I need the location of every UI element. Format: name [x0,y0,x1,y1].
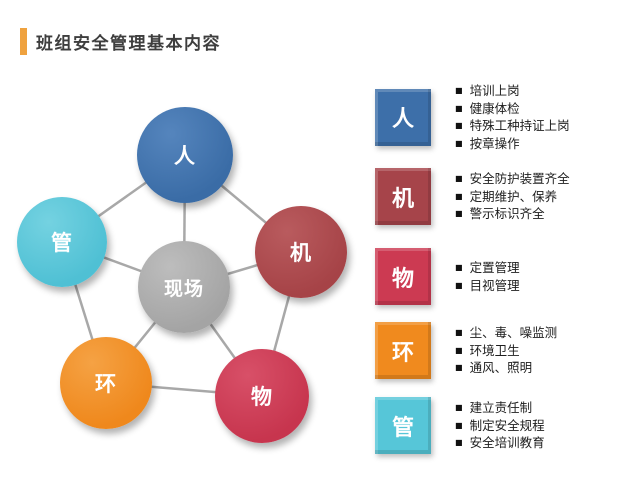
legend-items-person: ■ 培训上岗 ■ 健康体检 ■ 特殊工种持证上岗 ■ 按章操作 [431,82,570,152]
legend-item-text: 定期维护、保养 [469,188,558,204]
legend-item-text: 通风、照明 [469,360,533,376]
bullet-square-icon: ■ [455,438,463,448]
legend-items-material: ■ 定置管理 ■ 目视管理 [431,259,520,294]
node-material: 物 [215,349,309,443]
legend-item: ■ 培训上岗 [455,82,570,100]
legend-items-environment: ■ 尘、毒、噪监测 ■ 环境卫生 ■ 通风、照明 [431,324,557,377]
node-management: 管 [17,197,107,287]
legend-item-text: 安全培训教育 [469,435,545,451]
legend-item: ■ 定期维护、保养 [455,188,570,206]
legend-chip-management: 管 [375,397,431,454]
bullet-square-icon: ■ [455,174,463,184]
legend-chip-material: 物 [375,248,431,305]
legend-item-text: 建立责任制 [469,400,533,416]
legend-item: ■ 健康体检 [455,100,570,118]
legend-item-text: 安全防护装置齐全 [469,171,570,187]
node-environment: 环 [60,337,152,429]
legend-chip-person: 人 [375,88,431,146]
node-site-label: 现场 [163,277,204,300]
legend-chip-person-label: 人 [391,107,414,132]
legend-chip-machine-label: 机 [391,186,414,212]
legend-items-management: ■ 建立责任制 ■ 制定安全规程 ■ 安全培训教育 [431,399,545,452]
node-machine-label: 机 [290,241,312,265]
legend-item: ■ 按章操作 [455,135,570,153]
bullet-square-icon: ■ [455,328,463,338]
page-title: 班组安全管理基本内容 [36,34,221,54]
legend-row-material: 物 ■ 定置管理 ■ 目视管理 [375,248,520,305]
legend-item-text: 警示标识齐全 [469,206,545,222]
legend-item-text: 健康体检 [469,100,520,116]
bullet-square-icon: ■ [455,263,463,272]
node-management-label: 管 [51,231,73,255]
node-machine: 机 [255,206,347,298]
bullet-square-icon: ■ [455,121,463,130]
bullet-square-icon: ■ [455,280,463,290]
legend-item: ■ 定置管理 [455,259,520,277]
legend-item: ■ 通风、照明 [455,359,557,377]
legend-row-person: 人 ■ 培训上岗 ■ 健康体检 ■ 特殊工种持证上岗 ■ 按章操作 [375,82,570,152]
bullet-square-icon: ■ [455,191,463,201]
legend-item-text: 特殊工种持证上岗 [469,118,570,133]
legend-item: ■ 环境卫生 [455,342,557,360]
legend-item-text: 培训上岗 [469,83,520,98]
bullet-square-icon: ■ [455,86,463,95]
legend-chip-machine: 机 [375,168,431,225]
legend-row-environment: 环 ■ 尘、毒、噪监测 ■ 环境卫生 ■ 通风、照明 [375,322,557,379]
bullet-square-icon: ■ [455,209,463,219]
title-accent-bar [20,28,27,55]
legend-chip-material-label: 物 [391,266,414,292]
bullet-square-icon: ■ [455,103,463,113]
node-material-label: 物 [251,385,273,409]
legend-item: ■ 目视管理 [455,277,520,295]
legend-item: ■ 制定安全规程 [455,417,545,435]
legend-item: ■ 警示标识齐全 [455,205,570,223]
legend-item: ■ 安全防护装置齐全 [455,170,570,188]
bullet-square-icon: ■ [455,420,463,430]
legend-chip-management-label: 管 [391,415,414,441]
legend-item: ■ 尘、毒、噪监测 [455,324,557,342]
bullet-square-icon: ■ [455,363,463,373]
legend-item-text: 目视管理 [469,277,520,293]
node-person-label: 人 [174,144,196,168]
legend-row-machine: 机 ■ 安全防护装置齐全 ■ 定期维护、保养 ■ 警示标识齐全 [375,168,570,225]
legend-item: ■ 特殊工种持证上岗 [455,117,570,135]
bullet-square-icon: ■ [455,138,463,148]
node-environment-label: 环 [95,372,117,396]
legend-item: ■ 建立责任制 [455,399,545,417]
node-person: 人 [137,107,233,203]
safety-diagram: 人 管 机 现场 环 物 [17,107,347,443]
legend-items-machine: ■ 安全防护装置齐全 ■ 定期维护、保养 ■ 警示标识齐全 [431,170,570,223]
legend-item-text: 环境卫生 [469,342,520,358]
node-site-center: 现场 [138,241,230,333]
legend-chip-environment: 环 [375,322,431,379]
legend-panel: 人 ■ 培训上岗 ■ 健康体检 ■ 特殊工种持证上岗 ■ 按章操作 机 ■ 安全防护装置齐… [375,0,637,480]
bullet-square-icon: ■ [455,403,463,413]
legend-chip-environment-label: 环 [391,340,414,366]
legend-item-text: 制定安全规程 [469,417,545,433]
legend-item-text: 尘、毒、噪监测 [469,325,558,341]
slide-header: 班组安全管理基本内容 [20,28,221,55]
legend-item-text: 按章操作 [469,135,520,151]
legend-row-management: 管 ■ 建立责任制 ■ 制定安全规程 ■ 安全培训教育 [375,397,545,454]
legend-item: ■ 安全培训教育 [455,434,545,452]
legend-item-text: 定置管理 [469,260,520,275]
bullet-square-icon: ■ [455,345,463,355]
